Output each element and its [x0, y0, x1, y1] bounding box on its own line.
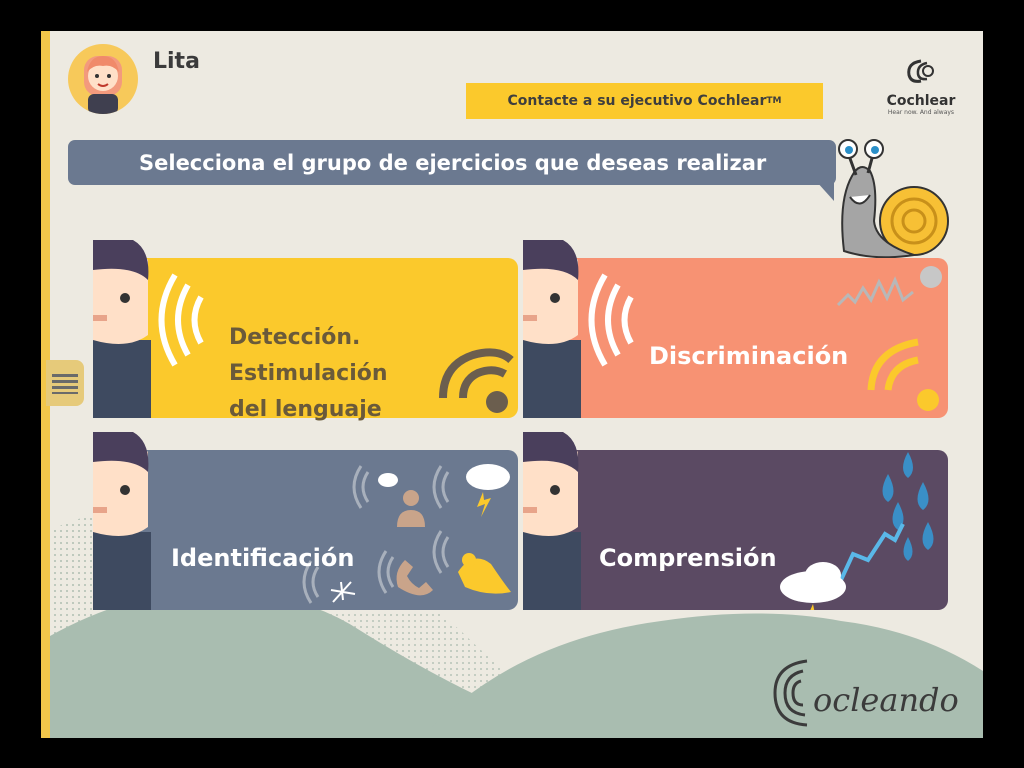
cochlear-tagline: Hear now. And always [887, 109, 955, 116]
trend-arrow-icon [839, 523, 905, 581]
card-decoration [158, 273, 514, 413]
instruction-bubble: Selecciona el grupo de ejercicios que de… [68, 140, 836, 185]
exercise-card-comprension[interactable]: Comprensión [523, 432, 948, 610]
wifi-icon [867, 338, 919, 391]
cochlear-brand: Cochlear [886, 93, 956, 109]
instruction-text: Selecciona el grupo de ejercicios que de… [139, 150, 767, 175]
trademark-mark: TM [766, 96, 782, 106]
card-title-line: Estimulación [229, 361, 388, 386]
wifi-icon [439, 348, 514, 399]
card-title: Identificación [171, 544, 355, 572]
raindrops-icon [882, 452, 934, 561]
person-icon [397, 490, 425, 527]
user-name: Lita [153, 49, 200, 74]
cocleando-wordmark: ocleando [813, 681, 959, 719]
sound-waves-icon [158, 273, 204, 367]
sound-waves-icon [588, 273, 634, 367]
mosquito-icon [330, 581, 356, 603]
card-decoration [302, 464, 511, 604]
cochlear-logo: Cochlear Hear now. And always [871, 57, 971, 123]
speech-bubble-icon [378, 473, 398, 487]
left-accent-bar [41, 31, 50, 738]
exercise-card-deteccion[interactable]: Detección. Estimulación del lenguaje [93, 240, 518, 422]
contact-button-label: Contacte a su ejecutivo Cochlear [507, 93, 767, 109]
menu-icon [52, 374, 78, 394]
exercise-card-identificacion[interactable]: Identificación [93, 432, 518, 610]
bubble-tail [816, 181, 834, 201]
cocleando-logo: ocleando [773, 659, 959, 727]
side-menu-button[interactable] [46, 360, 84, 406]
noise-wave-icon [836, 276, 914, 307]
cloud-storm-icon [780, 562, 846, 610]
card-title: Discriminación [649, 342, 849, 370]
card-title: Comprensión [599, 544, 777, 572]
boy-illustration [93, 432, 151, 610]
user-avatar [68, 44, 138, 114]
boy-illustration [93, 240, 151, 418]
exercise-card-discriminacion[interactable]: Discriminación [523, 240, 948, 418]
card-decoration [780, 452, 934, 610]
phone-icon [396, 560, 433, 596]
bird-icon [458, 553, 511, 594]
cloud-storm-icon [466, 464, 510, 517]
card-title-line: Detección. [229, 325, 361, 350]
card-title-line: del lenguaje [229, 397, 382, 422]
boy-illustration [523, 432, 581, 610]
snail-mascot [838, 139, 949, 259]
card-decoration [588, 266, 942, 411]
card-panel [523, 450, 948, 610]
boy-illustration [523, 240, 581, 418]
cochlear-logo-icon [907, 59, 934, 83]
